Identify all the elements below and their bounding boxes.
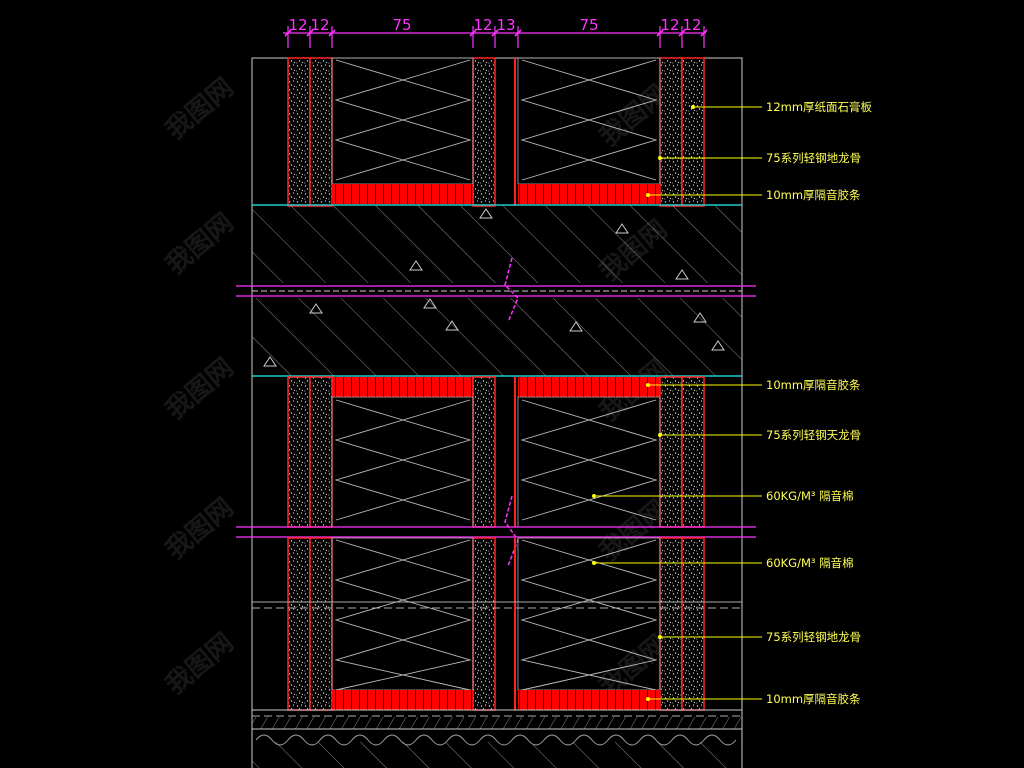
dimension-chain: 12 12 75 12 13 75 12 12 [283,16,708,48]
gypsum-board-layer [681,57,705,207]
watermark: 我图网 [160,353,239,426]
label-sound-strip-top: 10mm厚隔音胶条 [766,188,861,202]
label-floor-runner-top: 75系列轻钢地龙骨 [766,151,861,165]
watermark: 我图网 [160,73,239,146]
gypsum-board-layer [309,537,333,711]
dimension-label: 13 [496,16,515,34]
gypsum-board-layer [681,376,705,528]
gypsum-board-layer [472,57,496,207]
gypsum-board-layer [287,57,311,207]
insulation-zigzag [334,539,658,691]
lower-wall-segment [252,537,742,711]
gypsum-board-layer [309,376,333,528]
gypsum-board-layer [659,57,683,207]
dimension-tick-mark [328,29,336,37]
label-gypsum-board: 12mm厚纸面石膏板 [766,100,873,114]
gypsum-board-layer [287,537,311,711]
floor-base [252,709,742,768]
label-insulation-2: 60KG/M³ 隔音棉 [766,556,854,570]
leader-insulation-1: 60KG/M³ 隔音棉 [592,489,854,503]
dimension-tick-mark [284,29,292,37]
upper-wall-segment [287,57,705,207]
label-ceiling-runner: 75系列轻钢天龙骨 [766,428,861,442]
watermark: 我图网 [160,628,239,701]
sound-strip [518,377,660,397]
dimension-label: 12 [682,16,701,34]
middle-wall-segment [287,376,705,528]
dimension-label: 12 [660,16,679,34]
sound-strip [332,377,473,397]
dimension-tick-mark [656,29,664,37]
dimension-label: 75 [579,16,598,34]
dimension-tick-mark [700,29,708,37]
leader-gypsum-board: 12mm厚纸面石膏板 [691,100,873,114]
break-line [236,257,756,323]
gypsum-board-layer [287,376,311,528]
concrete-slab-upper [252,204,742,283]
leader-floor-runner-bottom: 75系列轻钢地龙骨 [658,630,861,644]
label-insulation-1: 60KG/M³ 隔音棉 [766,489,854,503]
gypsum-board-layer [659,537,683,711]
insulation-zigzag [334,399,658,521]
leader-sound-strip-bottom: 10mm厚隔音胶条 [646,692,861,706]
leader-sound-strip-top: 10mm厚隔音胶条 [646,188,861,202]
dimension-label: 12 [473,16,492,34]
break-line [236,495,756,567]
label-sound-strip-bottom: 10mm厚隔音胶条 [766,692,861,706]
leader-insulation-2: 60KG/M³ 隔音棉 [592,556,854,570]
dimension-tick-mark [306,29,314,37]
label-floor-runner-bottom: 75系列轻钢地龙骨 [766,630,861,644]
sound-strip [332,690,473,710]
dimension-tick-mark [491,29,499,37]
annotation-leaders: 12mm厚纸面石膏板 75系列轻钢地龙骨 10mm厚隔音胶条 10mm厚隔音胶条… [592,100,873,706]
sound-strip [518,690,660,710]
dimension-label: 12 [288,16,307,34]
dimension-tick-mark [678,29,686,37]
leader-sound-strip-mid: 10mm厚隔音胶条 [646,378,861,392]
leader-ceiling-runner: 75系列轻钢天龙骨 [658,428,861,442]
gypsum-board-layer [659,376,683,528]
gypsum-board-layer [309,57,333,207]
gypsum-board-layer [472,376,496,528]
label-sound-strip-mid: 10mm厚隔音胶条 [766,378,861,392]
leader-floor-runner-top: 75系列轻钢地龙骨 [658,151,861,165]
gypsum-board-layer [472,537,496,711]
sound-strip [332,184,473,204]
dimension-tick-mark [469,29,477,37]
watermark: 我图网 [160,208,239,281]
gypsum-board-layer [681,537,705,711]
dimension-label: 12 [310,16,329,34]
section-frame [251,57,743,768]
dimension-tick-mark [514,29,522,37]
sound-strip [518,184,660,204]
insulation-zigzag [334,59,658,181]
concrete-slab-lower [252,298,742,377]
watermark: 我图网 [160,493,239,566]
dimension-label: 75 [392,16,411,34]
